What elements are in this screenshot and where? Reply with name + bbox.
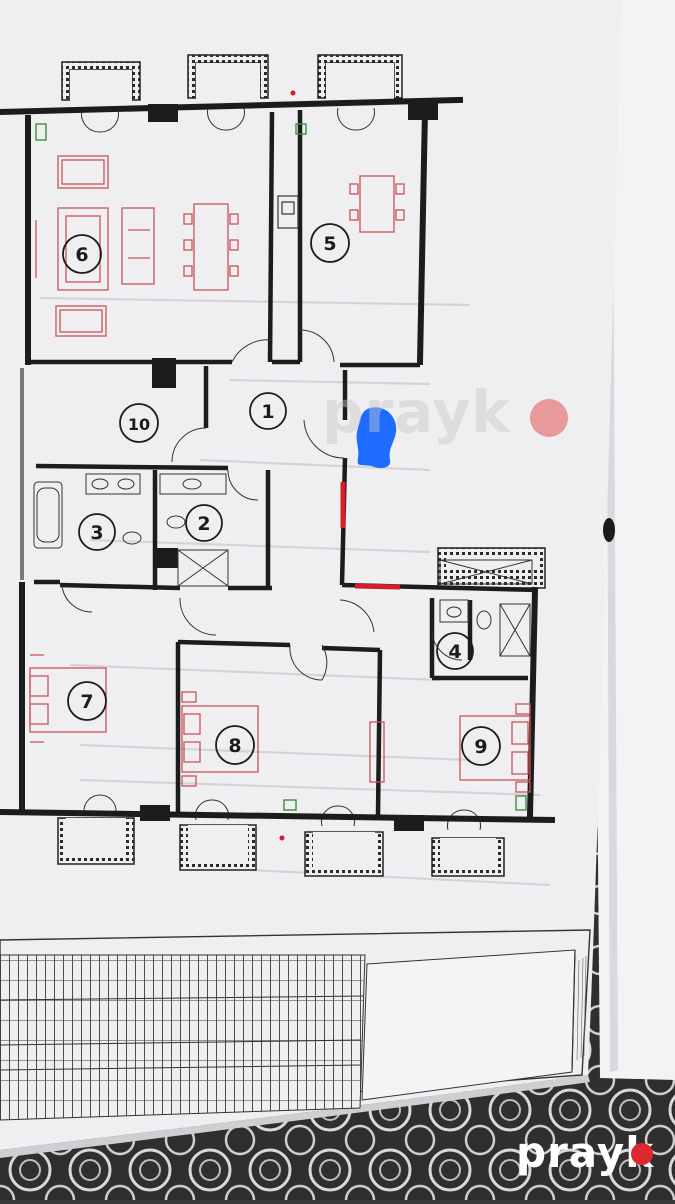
room-number-3: 3 bbox=[90, 522, 103, 544]
room-number-10: 10 bbox=[128, 415, 150, 434]
redaction-blob bbox=[356, 407, 397, 468]
room-number-5: 5 bbox=[323, 233, 336, 255]
watermark-corner: prayk bbox=[516, 1128, 655, 1177]
room-number-1: 1 bbox=[261, 401, 274, 423]
faded-text bbox=[39, 296, 551, 887]
title-block bbox=[0, 929, 591, 1121]
room-number-8: 8 bbox=[228, 735, 241, 757]
room-number-4: 4 bbox=[448, 641, 461, 663]
floor-plan: 1 2 3 4 5 6 7 8 9 10 bbox=[0, 54, 556, 877]
room-number-6: 6 bbox=[75, 244, 88, 266]
watermark-corner-dot bbox=[631, 1143, 653, 1165]
watermark-center: prayk bbox=[322, 378, 511, 446]
watermark-center-dot bbox=[530, 399, 568, 437]
room-number-2: 2 bbox=[197, 513, 210, 535]
room-number-9: 9 bbox=[474, 736, 487, 758]
binder-clip bbox=[603, 518, 615, 542]
room-number-7: 7 bbox=[80, 691, 93, 713]
